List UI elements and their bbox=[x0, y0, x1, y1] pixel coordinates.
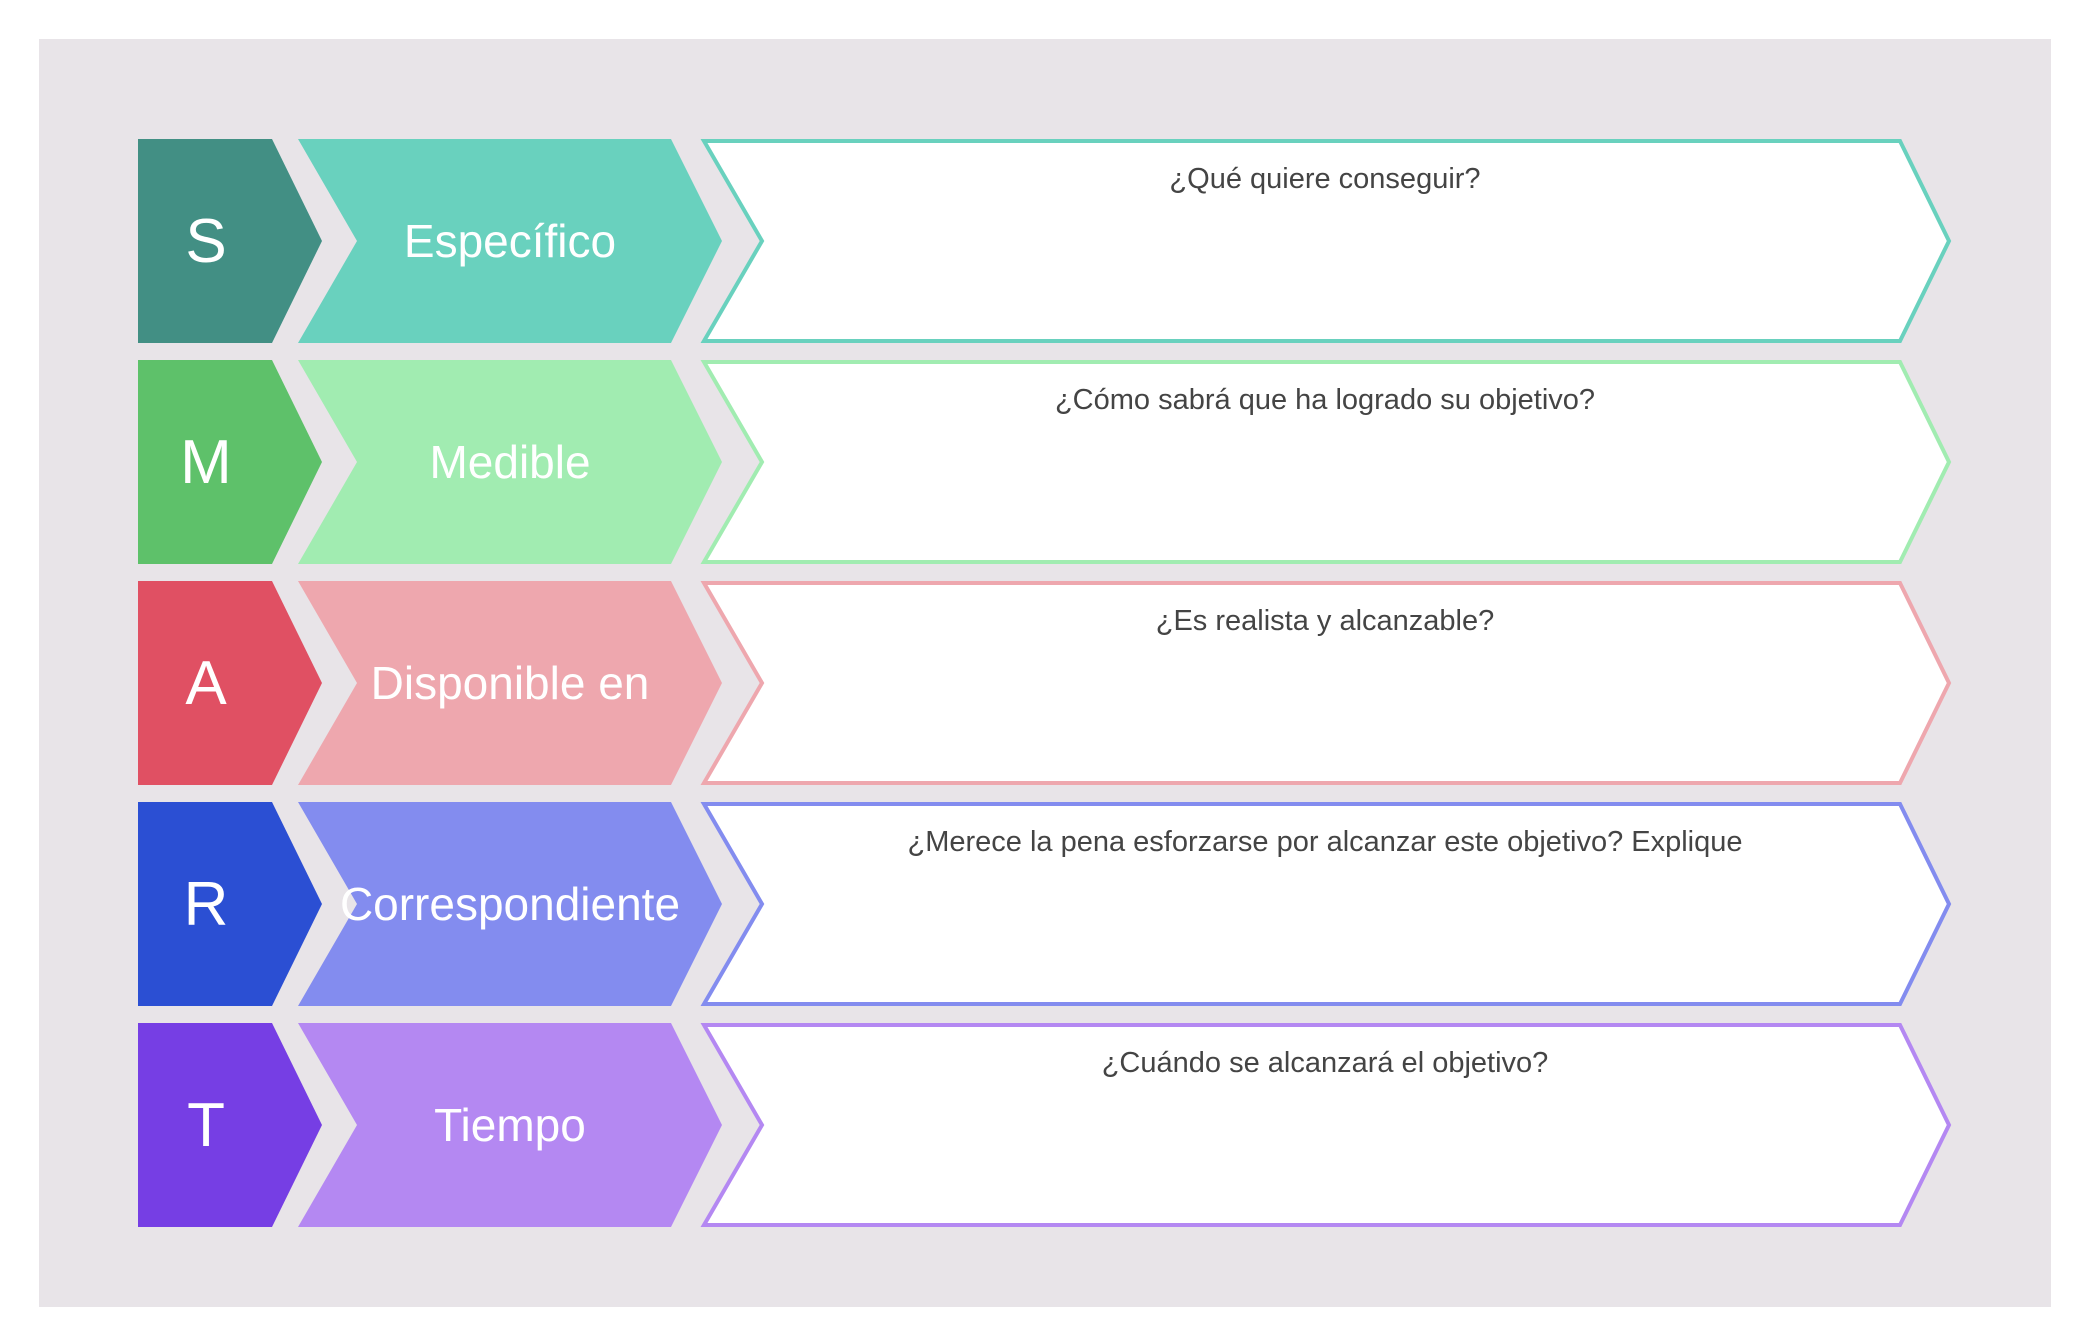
letter-chevron bbox=[138, 581, 322, 785]
smart-label: Específico bbox=[403, 215, 617, 267]
smart-letter: T bbox=[187, 1090, 225, 1160]
smart-letter: M bbox=[180, 427, 232, 497]
letter-chevron bbox=[138, 360, 322, 564]
row-shapes bbox=[138, 581, 1952, 785]
smart-row-a: A Disponible en ¿Es realista y alcanzable? bbox=[0, 581, 2080, 787]
smart-row-m: M Medible ¿Cómo sabrá que ha logrado su ob… bbox=[0, 360, 2080, 566]
label-chevron bbox=[298, 802, 722, 1006]
smart-label: Tiempo bbox=[434, 1099, 586, 1151]
smart-letter: R bbox=[183, 869, 229, 939]
label-chevron bbox=[298, 581, 722, 785]
question-chevron bbox=[700, 1023, 1952, 1227]
row-shapes bbox=[138, 802, 1952, 1006]
letter-chevron bbox=[138, 1023, 322, 1227]
smart-row-t: T Tiempo ¿Cuándo se alcanzará el objetivo? bbox=[0, 1023, 2080, 1229]
row-shapes bbox=[138, 139, 1952, 343]
smart-label: Correspondiente bbox=[339, 878, 681, 930]
question-chevron bbox=[700, 802, 1952, 1006]
smart-question: ¿Qué quiere conseguir? bbox=[1169, 163, 1481, 195]
smart-row-s: S Específico ¿Qué quiere conseguir? bbox=[0, 139, 2080, 345]
letter-chevron bbox=[138, 139, 322, 343]
row-shapes bbox=[138, 360, 1952, 564]
smart-label: Medible bbox=[429, 436, 591, 488]
question-chevron bbox=[700, 360, 1952, 564]
question-chevron bbox=[700, 139, 1952, 343]
letter-chevron bbox=[138, 802, 322, 1006]
label-chevron bbox=[298, 1023, 722, 1227]
smart-question: ¿Cuándo se alcanzará el objetivo? bbox=[1101, 1047, 1549, 1079]
smart-row-r: R Correspondiente ¿Merece la pena esforzar… bbox=[0, 802, 2080, 1008]
smart-question: ¿Cómo sabrá que ha logrado su objetivo? bbox=[1054, 384, 1596, 416]
label-chevron bbox=[298, 360, 722, 564]
smart-question: ¿Es realista y alcanzable? bbox=[1155, 605, 1495, 637]
smart-question: ¿Merece la pena esforzarse por alcanzar … bbox=[907, 826, 1743, 858]
label-chevron bbox=[298, 139, 722, 343]
question-chevron bbox=[700, 581, 1952, 785]
smart-letter: A bbox=[185, 648, 227, 718]
row-shapes bbox=[138, 1023, 1952, 1227]
smart-label: Disponible en bbox=[370, 657, 650, 709]
smart-letter: S bbox=[185, 206, 227, 276]
